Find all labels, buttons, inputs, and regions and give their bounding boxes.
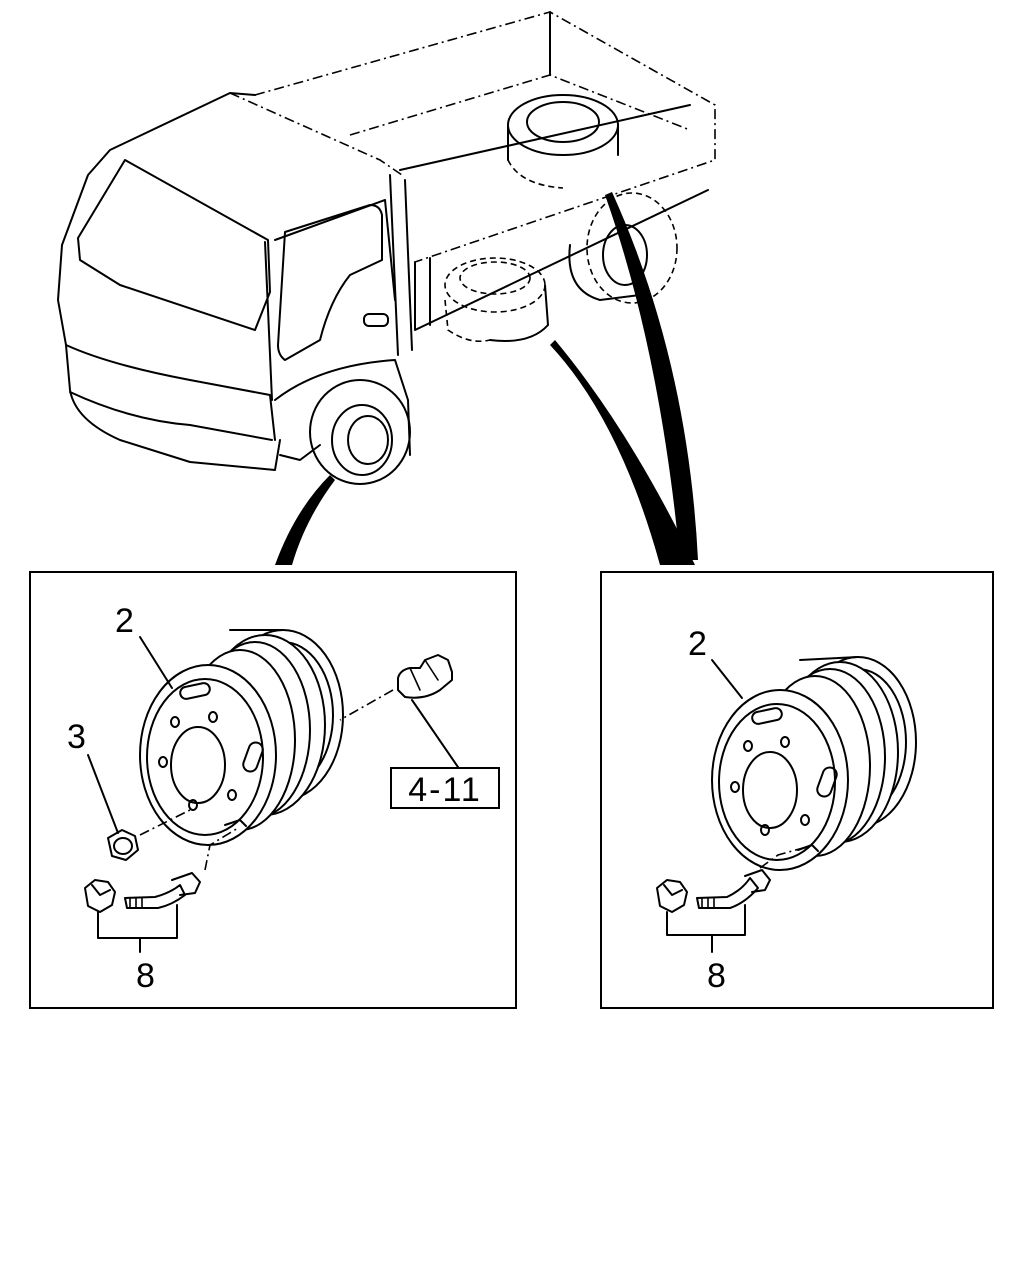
valve-cap-right [656,879,688,913]
callout-rim-right: 2 [688,625,707,663]
valve-stem [124,872,201,909]
wheel-rim-left [139,629,344,846]
callout-rim-left: 2 [115,602,134,640]
pointer-arrow-under-spare [605,192,698,560]
spare-tire [507,94,619,189]
cab [57,92,411,485]
lug-nut [107,829,139,861]
under-spare-tire [444,257,549,343]
callout-valve-right: 8 [707,957,726,995]
nut-leader [139,809,191,836]
callout-ref-left: 4-11 [408,771,482,809]
reference-box [390,767,500,809]
truck-illustration [57,11,716,565]
valve-stem-right [696,869,771,909]
right-detail-panel: 2 8 [600,571,994,1009]
valve-cap [84,879,116,913]
callout-nut-left: 3 [67,718,86,756]
wheel-rim-right [711,656,917,871]
wheel-stud [397,654,453,699]
left-detail-panel: 2 3 8 4-11 [29,571,517,1009]
callout-valve-left: 8 [136,957,155,995]
pointer-arrow-rear-spare [550,340,695,565]
pointer-arrow-front [275,475,335,565]
cargo-bed [254,11,716,356]
